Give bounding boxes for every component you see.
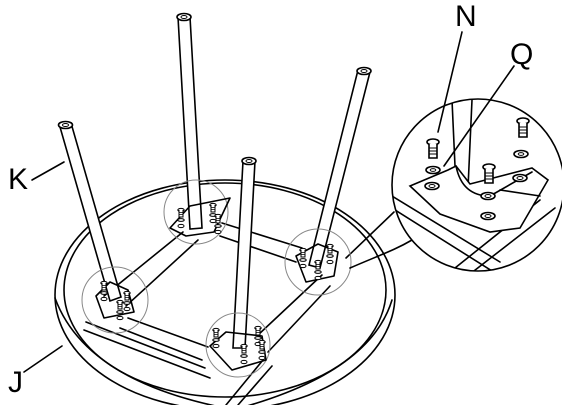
- label-j: J: [8, 366, 23, 399]
- tabletop: [54, 179, 396, 410]
- callout-leader: [349, 239, 413, 269]
- bracket-left: [81, 266, 149, 334]
- leader-k: [31, 161, 65, 181]
- label-q: Q: [510, 38, 534, 71]
- screw-middle: [482, 163, 496, 184]
- label-k: K: [8, 163, 29, 196]
- leg-front: [232, 156, 257, 349]
- leader-j: [23, 345, 63, 373]
- leader-n: [437, 31, 463, 133]
- bracket-front: [205, 312, 271, 378]
- screw-right: [513, 117, 530, 159]
- label-n: N: [455, 0, 477, 33]
- bracket-right: [284, 228, 352, 296]
- detail-callout: [391, 98, 562, 272]
- bracket-back: [163, 179, 231, 245]
- screw-n: [425, 138, 441, 175]
- leg-back: [176, 12, 203, 230]
- leader-q: [443, 65, 515, 167]
- leg-left: [57, 120, 122, 303]
